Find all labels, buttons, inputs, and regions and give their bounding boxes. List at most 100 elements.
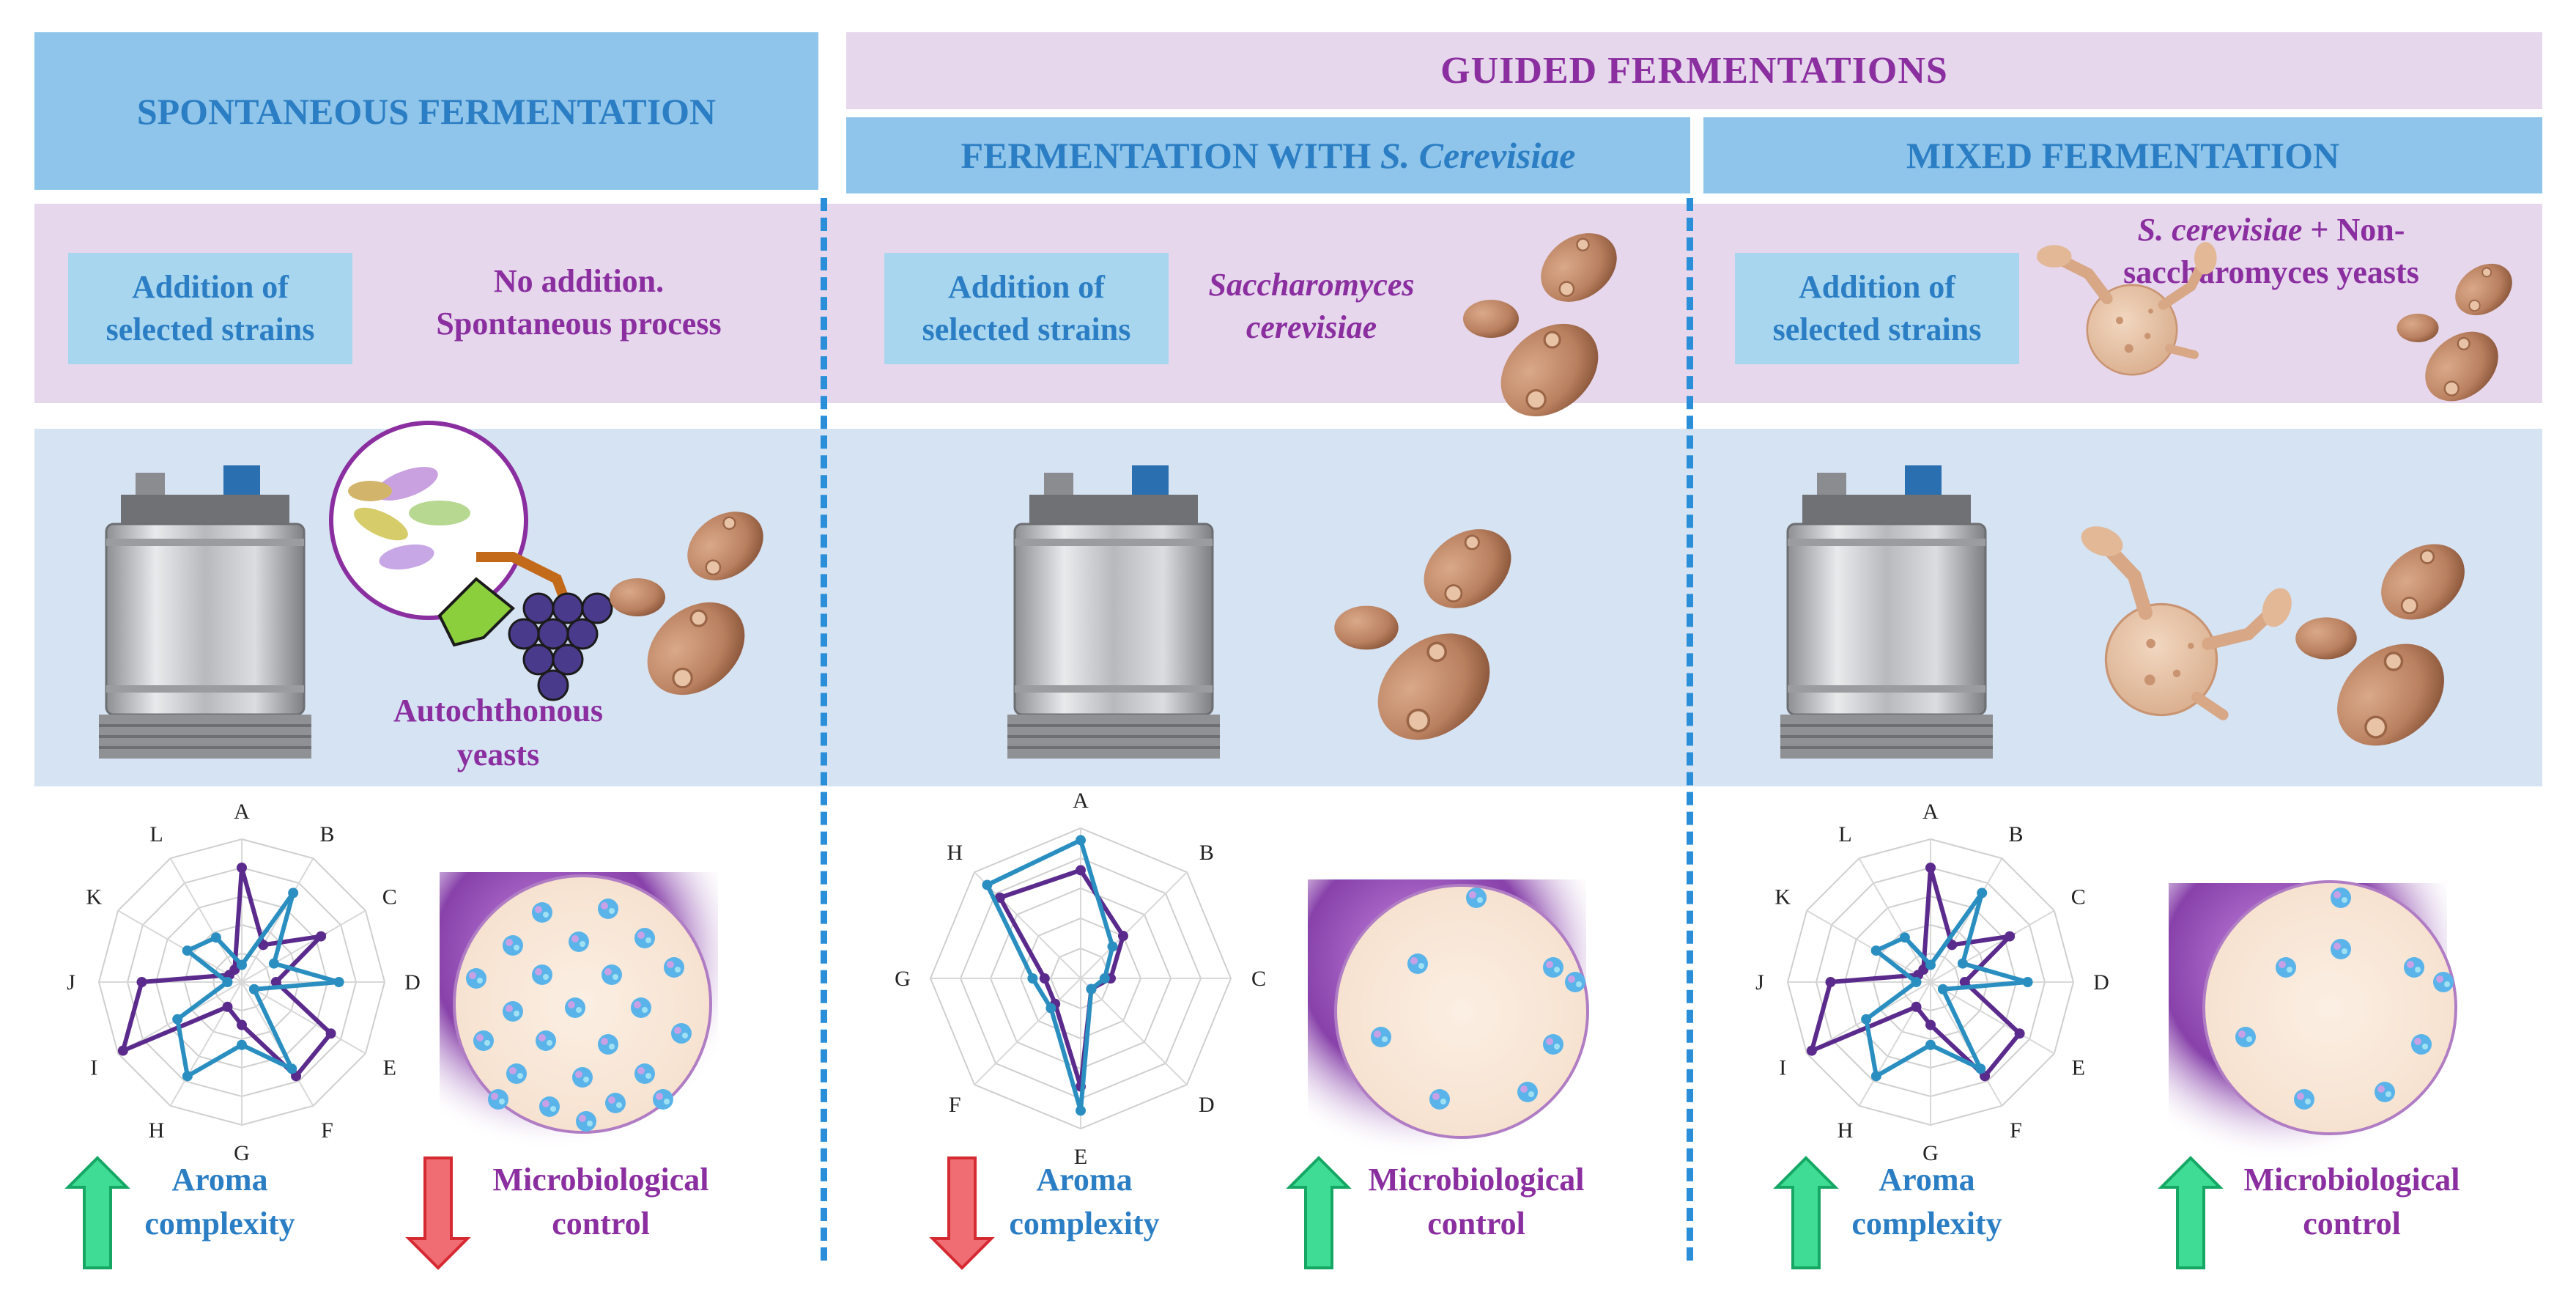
radar-point [237, 959, 247, 970]
colony-icon [634, 1063, 655, 1084]
radar-point [258, 940, 269, 951]
colony-icon [488, 1089, 508, 1110]
radar-spoke [1930, 910, 2055, 983]
radar-spoke [241, 981, 314, 1107]
header-guided: GUIDED FERMENTATIONS [846, 32, 2542, 109]
radar-point [268, 958, 279, 969]
micro-line2: control [552, 1206, 650, 1242]
colony-icon [2331, 939, 2351, 959]
radar-axis-label: K [1774, 885, 1791, 910]
colony-icon [631, 997, 651, 1018]
header-guided-text: GUIDED FERMENTATIONS [1440, 50, 1948, 92]
mixed-strains-line1: S. cerevisiae + Non- [2088, 209, 2454, 251]
colony-icon [565, 997, 585, 1018]
radar-axis-label: B [2008, 822, 2023, 846]
radar-point [1076, 1105, 1086, 1116]
radar-axis-label: I [1779, 1056, 1786, 1080]
radar-point [291, 1071, 302, 1082]
radar-point [210, 932, 221, 943]
addition-box-line1: Addition of [132, 269, 289, 305]
addition-box-line2: selected strains [922, 311, 1131, 347]
colony-icon [1543, 957, 1563, 978]
radar-axis-label: L [149, 822, 163, 846]
colony-icon [1466, 888, 1487, 908]
autochthonous-line1: Autochthonous [393, 693, 604, 728]
decrease-arrow-icon [407, 1156, 469, 1269]
fermentation-tank-icon [97, 464, 313, 760]
yeast-cells-icon [610, 498, 777, 714]
radar-axis-label: H [947, 841, 963, 865]
colony-icon [664, 957, 684, 978]
yeast-cells-icon [2397, 253, 2523, 415]
saccharomyces-line1: Saccharomyces [1208, 267, 1415, 303]
header-spontaneous: SPONTANEOUS FERMENTATION [34, 32, 818, 190]
radar-point [237, 1019, 247, 1030]
radar-spoke [241, 857, 314, 983]
colony-icon [2235, 1027, 2256, 1047]
addition-box-saccharomyces: Addition of selected strains [884, 253, 1169, 364]
header-saccharomyces: FERMENTATION WITH S. Cerevisiae [846, 117, 1690, 193]
petri-dish-low-colonies-1 [1308, 879, 1589, 1158]
micro-line2: control [1427, 1206, 1525, 1242]
radar-point [1099, 973, 1110, 984]
colony-icon [634, 928, 655, 948]
no-addition-line1: No addition. [493, 263, 665, 299]
column-divider-1 [821, 198, 827, 1261]
header-spontaneous-text: SPONTANEOUS FERMENTATION [136, 90, 717, 132]
radar-axis-label: H [1837, 1118, 1854, 1143]
radar-point [1076, 865, 1086, 876]
radar-axis-label: B [319, 822, 334, 846]
radar-axis-label: D [2093, 970, 2109, 995]
saccharomyces-text: Saccharomyces cerevisiae [1180, 264, 1443, 349]
radar-point [1899, 932, 1910, 943]
increase-arrow-icon [67, 1156, 128, 1269]
radar-point [982, 879, 993, 890]
radar-point [1925, 863, 1936, 873]
radar-point [182, 945, 193, 956]
addition-box-line1: Addition of [948, 269, 1105, 305]
colony-icon [653, 1089, 673, 1110]
colony-icon [536, 1030, 556, 1051]
radar-spoke [241, 981, 366, 1055]
radar-point [1117, 931, 1128, 942]
increase-arrow-icon [1775, 1156, 1837, 1269]
radar-axis-label: F [2010, 1118, 2022, 1143]
radar-axis-label: D [1199, 1093, 1215, 1117]
radar-spoke [1080, 871, 1188, 979]
aroma-line2: complexity [1009, 1206, 1160, 1242]
radar-axis-label: F [949, 1093, 961, 1117]
colony-icon [506, 1063, 527, 1084]
micro-line1: Microbiological [1368, 1162, 1585, 1198]
petri-dish-low-colonies-2 [2169, 880, 2457, 1162]
radar-axis-label: E [2072, 1056, 2085, 1080]
aroma-line1: Aroma [1879, 1162, 1975, 1198]
autochthonous-line2: yeasts [456, 737, 540, 772]
colony-icon [2411, 1034, 2432, 1055]
colony-icon [576, 1111, 596, 1132]
radar-point [1925, 959, 1936, 970]
radar-point [1870, 945, 1881, 956]
header-mixed-text: MIXED FERMENTATION [1906, 135, 2340, 176]
radar-axis-label: F [321, 1118, 333, 1143]
radar-axis-label: B [1199, 841, 1214, 865]
micro-line1: Microbiological [2243, 1162, 2460, 1198]
radar-point [2005, 931, 2016, 942]
fermentation-tank-icon [1006, 464, 1221, 760]
no-addition-text: No addition. Spontaneous process [396, 260, 762, 345]
colony-icon [671, 1023, 692, 1044]
addition-box-line1: Addition of [1799, 269, 1955, 305]
autochthonous-label: Autochthonous yeasts [344, 689, 652, 777]
header-mixed: MIXED FERMENTATION [1703, 117, 2542, 193]
non-saccharomyces-icon [2032, 517, 2297, 748]
radar-axis-label: C [382, 885, 397, 910]
colony-icon [2331, 888, 2351, 908]
colony-icon [598, 899, 618, 919]
radar-point [316, 931, 327, 942]
